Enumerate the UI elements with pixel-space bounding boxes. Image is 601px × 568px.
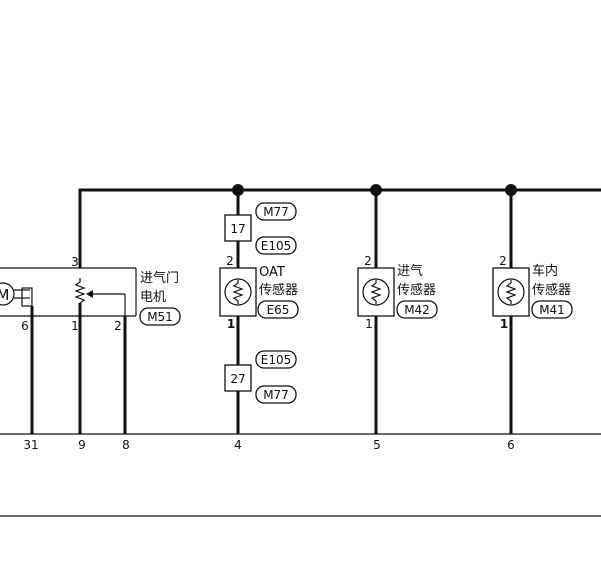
pin-label: 1 xyxy=(500,317,508,331)
intake-sensor: 2 1 进气 传感器 M42 xyxy=(357,190,438,434)
pin-label: 1 xyxy=(71,319,79,333)
connector-label: M42 xyxy=(404,303,430,317)
pin-label: 6 xyxy=(21,319,29,333)
component-name: 传感器 xyxy=(259,282,298,298)
component-name: 电机 xyxy=(140,290,166,305)
pin-label: 1 xyxy=(227,317,235,331)
thermistor-icon xyxy=(224,278,252,306)
motor-symbol-text: M xyxy=(0,286,9,304)
terminal-label: 4 xyxy=(234,438,242,452)
pin-label: 1 xyxy=(365,317,373,331)
component-name: 传感器 xyxy=(397,282,436,298)
connector-label: E105 xyxy=(261,239,292,253)
pin-label: 3 xyxy=(71,255,79,269)
terminal-label: 5 xyxy=(373,438,381,452)
connector-label: E105 xyxy=(261,353,292,367)
connector-label: M77 xyxy=(263,205,289,219)
top-bus-wire xyxy=(78,184,601,268)
connector-label: M51 xyxy=(147,310,173,324)
component-name: 传感器 xyxy=(532,282,571,298)
pin-label: 2 xyxy=(226,254,234,268)
thermistor-icon xyxy=(362,278,390,306)
junction-number: 27 xyxy=(230,372,245,386)
terminal-label: 6 xyxy=(507,438,515,452)
pin-label: 2 xyxy=(364,254,372,268)
connector-label: M77 xyxy=(263,388,289,402)
component-name: OAT xyxy=(259,265,285,280)
connector-label: E65 xyxy=(267,303,290,317)
component-name: 车内 xyxy=(532,263,558,279)
potentiometer-icon xyxy=(74,278,86,308)
terminal-label: 9 xyxy=(78,438,86,452)
intake-door-motor: M 3 6 1 2 进气门 电机 M51 xyxy=(0,255,181,434)
junction-number: 17 xyxy=(230,222,245,236)
component-name: 进气门 xyxy=(140,270,179,286)
component-name: 进气 xyxy=(397,263,423,279)
terminal-labels: 31 9 8 4 5 6 xyxy=(23,438,514,452)
motor-icon xyxy=(0,282,15,306)
cabin-sensor: 2 1 车内 传感器 M41 xyxy=(492,190,573,434)
connector-label: M41 xyxy=(539,303,565,317)
terminal-label: 8 xyxy=(122,438,130,452)
oat-sensor: 17 M77 E105 2 1 OAT 传感器 E65 27 E105 M77 xyxy=(219,190,299,434)
pin-label: 2 xyxy=(499,254,507,268)
pin-label: 2 xyxy=(114,319,122,333)
thermistor-icon xyxy=(497,278,525,306)
terminal-label: 31 xyxy=(23,438,38,452)
